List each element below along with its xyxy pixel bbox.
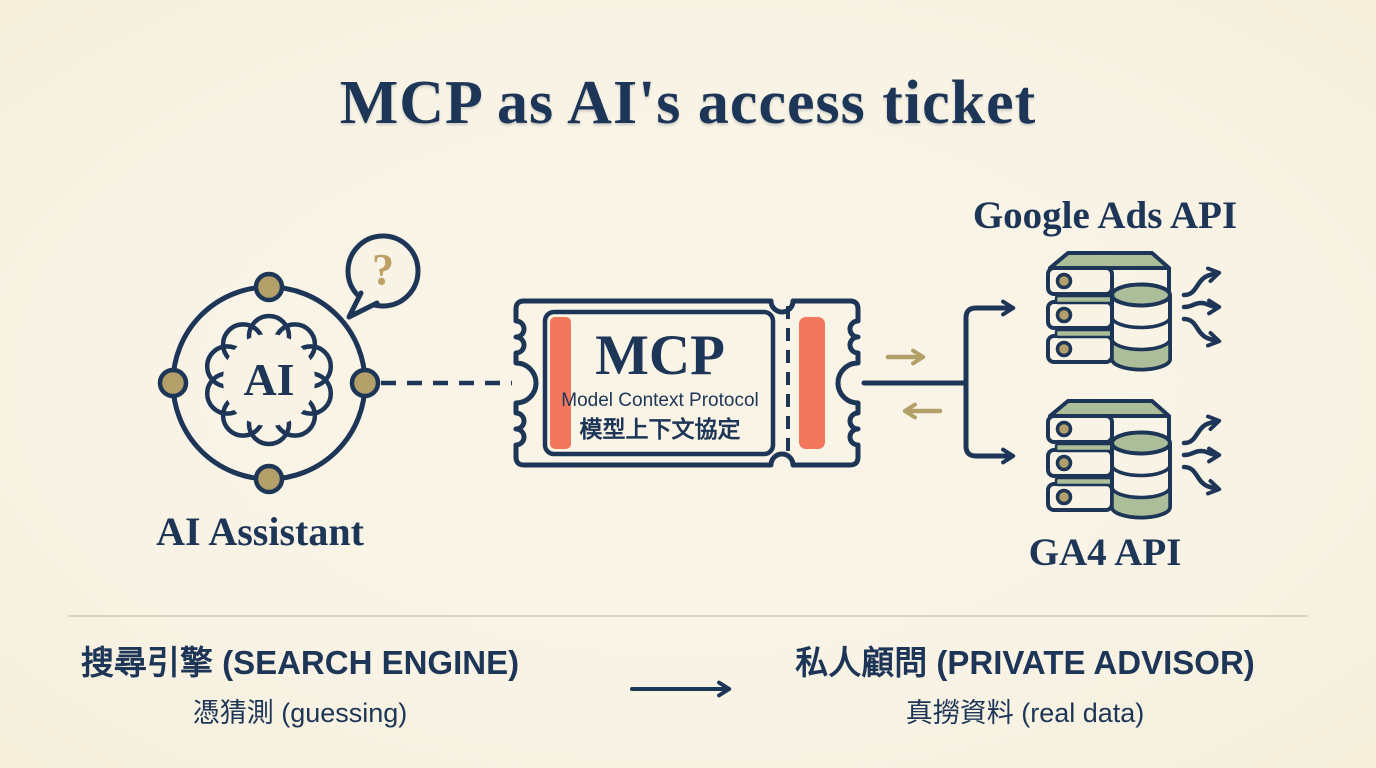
ticket-icon [513, 298, 861, 468]
comparison-after-subtitle: 真撈資料 (real data) [905, 697, 1145, 728]
wavy-output-arrows-icon [1184, 421, 1218, 489]
ticket-name: MCP [595, 324, 725, 387]
ticket-text-block: MCP Model Context Protocol 模型上下文協定 [534, 327, 786, 442]
ticket-subtitle: Model Context Protocol [561, 390, 759, 411]
divider-line [68, 615, 1308, 617]
comparison-before-subtitle: 憑猜測 (guessing) [192, 697, 408, 728]
gold-exchange-arrows-icon [885, 348, 943, 420]
question-mark-label: ? [372, 245, 394, 294]
comparison-after-block: 私人顧問 (PRIVATE ADVISOR) 真撈資料 (real data) [785, 644, 1265, 730]
server-database-icon [1046, 399, 1172, 520]
question-bubble-icon [345, 233, 421, 320]
server-database-icon [1046, 251, 1172, 372]
ticket-subtitle-zh: 模型上下文協定 [579, 415, 741, 442]
api-label-google-ads: Google Ads API [972, 194, 1238, 237]
ticket-stub-stripe [799, 317, 825, 449]
ticket-left-stripe [550, 317, 571, 449]
api-label-ga4: GA4 API [1028, 531, 1182, 574]
ai-assistant-label: AI Assistant [156, 509, 364, 554]
comparison-before-block: 搜尋引擎 (SEARCH ENGINE) 憑猜測 (guessing) [75, 644, 525, 730]
ticket-inner-frame [542, 309, 776, 457]
ai-orbit-icon [157, 271, 381, 495]
page-title: MCP as AI's access ticket [339, 69, 1037, 137]
branch-connector [861, 299, 1016, 465]
comparison-before-title: 搜尋引擎 (SEARCH ENGINE) [80, 644, 520, 681]
brain-icon [204, 313, 334, 447]
wavy-output-arrows-icon [1181, 266, 1222, 348]
comparison-after-title: 私人顧問 (PRIVATE ADVISOR) [795, 644, 1255, 681]
ai-core-label: AI [243, 354, 295, 405]
